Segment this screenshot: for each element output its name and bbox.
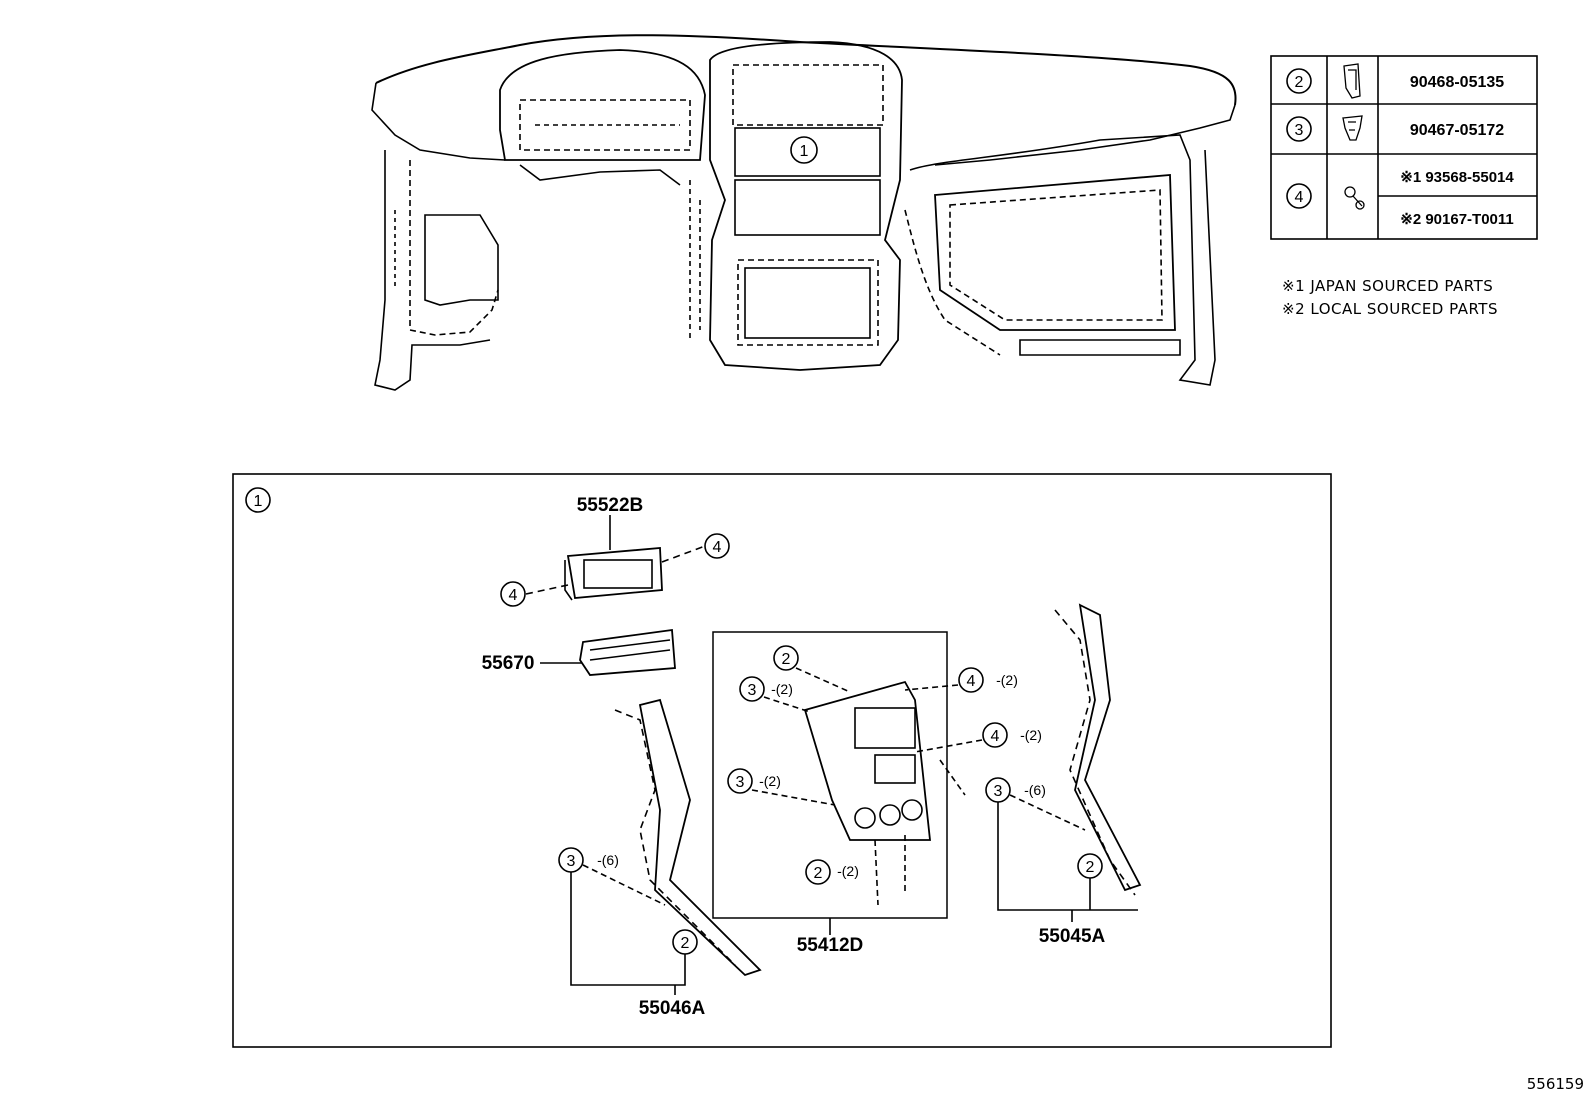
clip-icon xyxy=(1342,115,1363,141)
qty-label: -(2) xyxy=(771,681,793,697)
ref-3-label: 3 xyxy=(567,853,576,870)
table-ref-3-label: 3 xyxy=(1295,122,1304,139)
overview-callout-1-label: 1 xyxy=(800,143,809,160)
part-label-55412D: 55412D xyxy=(797,935,864,956)
part-number-90468: 90468-05135 xyxy=(1410,74,1504,91)
part-label-55046A: 55046A xyxy=(639,998,706,1019)
detail-callout-1 xyxy=(245,487,271,513)
part-55670: 55670 xyxy=(482,628,676,676)
ref-4-label: 4 xyxy=(991,728,1000,745)
part-label-55045A: 55045A xyxy=(1039,926,1106,947)
fastener-table: 2 3 4 90468-05135 90467-05172 ※1 93568-5… xyxy=(1270,55,1538,240)
ref-2-label: 2 xyxy=(1086,859,1095,876)
qty-label: -(6) xyxy=(597,852,619,868)
part-label-55522B: 55522B xyxy=(577,495,644,516)
table-ref-4-label: 4 xyxy=(1295,189,1304,206)
screw-icon xyxy=(1344,186,1365,210)
part-55412D: 55412D 2 3 -(2) 3 -(2) 2 -(2) 4 -(2) 4 -… xyxy=(727,645,1042,956)
clip-icon xyxy=(1343,63,1361,99)
table-ref-2 xyxy=(1286,68,1312,94)
ref-2-label: 2 xyxy=(782,651,791,668)
part-number-90167: ※2 90167-T0011 xyxy=(1400,211,1514,228)
ref-2-label: 2 xyxy=(681,935,690,952)
detail-callout-1-label: 1 xyxy=(254,493,263,510)
ref-4-label: 4 xyxy=(967,673,976,690)
ref-3-label: 3 xyxy=(748,682,757,699)
ref-4-label: 4 xyxy=(713,539,722,556)
ref-4-label: 4 xyxy=(509,587,518,604)
ref-3-label: 3 xyxy=(736,774,745,791)
table-ref-4 xyxy=(1286,183,1312,209)
part-55045A: 3 -(6) 2 55045A xyxy=(985,603,1142,947)
qty-label: -(6) xyxy=(1024,782,1046,798)
table-ref-3 xyxy=(1286,116,1312,142)
qty-label: -(2) xyxy=(1020,727,1042,743)
part-55046A: 3 -(6) 2 55046A xyxy=(558,698,762,1019)
part-number-90467: 90467-05172 xyxy=(1410,122,1504,139)
note-japan-sourced: ※1 JAPAN SOURCED PARTS xyxy=(1282,277,1494,295)
part-label-55670: 55670 xyxy=(482,653,535,674)
part-number-93568: ※1 93568-55014 xyxy=(1400,169,1514,186)
figure-number: 556159 xyxy=(1526,1075,1584,1093)
note-local-sourced: ※2 LOCAL SOURCED PARTS xyxy=(1282,300,1498,318)
part-55522B: 55522B 4 4 xyxy=(500,495,730,607)
qty-label: -(2) xyxy=(837,863,859,879)
ref-3-label: 3 xyxy=(994,783,1003,800)
qty-label: -(2) xyxy=(759,773,781,789)
overview-callout-1 xyxy=(790,136,818,164)
instrument-panel-overview: 1 xyxy=(371,34,1237,391)
qty-label: -(2) xyxy=(996,672,1018,688)
ref-2-label: 2 xyxy=(814,865,823,882)
table-ref-2-label: 2 xyxy=(1295,74,1304,91)
detail-view-1: 1 55522B 4 4 55670 xyxy=(232,473,1332,1048)
